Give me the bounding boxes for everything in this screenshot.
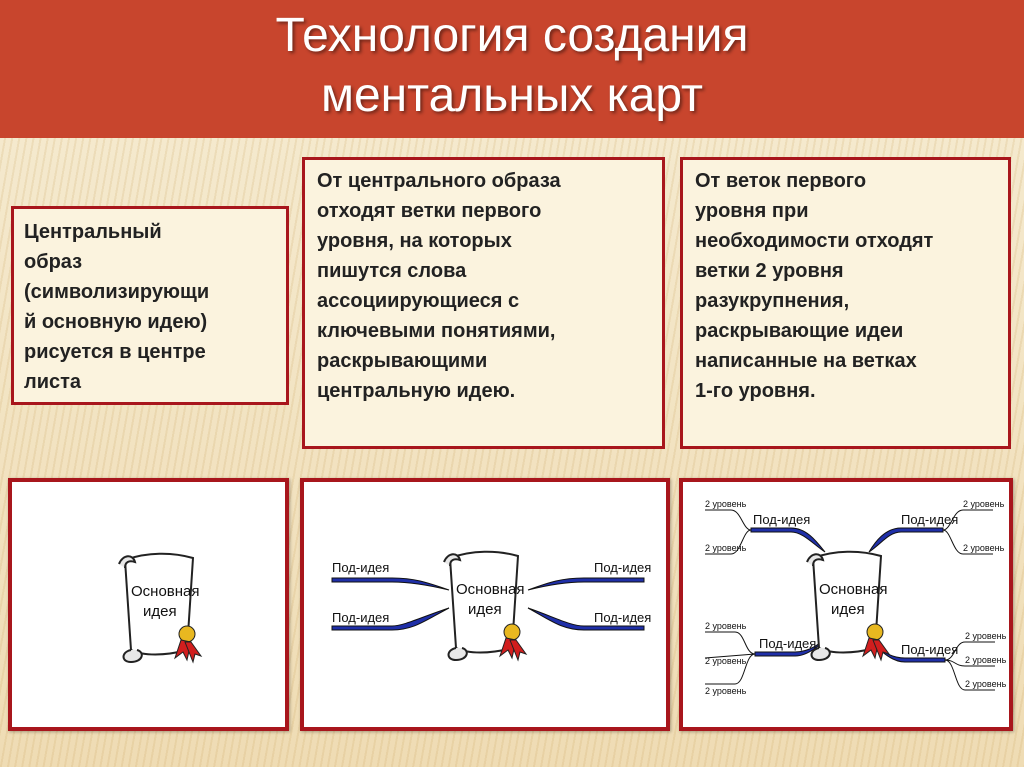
level2-label: 2 уровень xyxy=(705,543,747,553)
central-idea-label-1: Основная xyxy=(131,583,200,600)
title-banner: Технология создания ментальных карт xyxy=(0,0,1024,138)
level2-label: 2 уровень xyxy=(705,621,747,631)
level2-label: 2 уровень xyxy=(705,656,747,666)
scroll-icon: Основная идея xyxy=(806,550,891,662)
text-box-central-image-text: Центральный образ (символизирующи й осно… xyxy=(24,221,210,393)
sub-idea-right-top: Под-идея xyxy=(901,512,958,527)
sub-idea-left-bottom: Под-идея xyxy=(759,636,816,651)
scroll-icon: Основная идея xyxy=(443,550,528,662)
branches xyxy=(331,577,645,631)
level2-label: 2 уровень xyxy=(965,631,1007,641)
scroll-icon: Основная идея xyxy=(118,552,203,664)
sub-idea-right-top: Под-идея xyxy=(594,560,651,575)
text-box-first-level: От центрального образа отходят ветки пер… xyxy=(302,157,665,449)
sub-idea-left-top: Под-идея xyxy=(753,512,810,527)
level2-label: 2 уровень xyxy=(965,679,1007,689)
first-level-diagram: Под-идея Под-идея Под-идея Под-идея Осно… xyxy=(331,550,651,662)
level2-branches xyxy=(704,509,995,691)
sub-idea-right-bottom: Под-идея xyxy=(594,610,651,625)
second-level-diagram: Под-идея Под-идея Под-идея Под-идея 2 ур… xyxy=(704,499,1007,696)
sub-idea-left-bottom: Под-идея xyxy=(332,610,389,625)
level2-label: 2 уровень xyxy=(963,499,1005,509)
level2-label: 2 уровень xyxy=(705,499,747,509)
level2-label: 2 уровень xyxy=(705,686,747,696)
text-box-first-level-text: От центрального образа отходят ветки пер… xyxy=(317,170,561,402)
sub-idea-left-top: Под-идея xyxy=(332,560,389,575)
central-image-diagram: Основная идея xyxy=(118,552,203,664)
diagram-panel-second-level: Под-идея Под-идея Под-идея Под-идея 2 ур… xyxy=(679,478,1013,731)
central-idea-label-1: Основная xyxy=(456,581,525,598)
title-line-1: Технология создания xyxy=(275,9,749,62)
level2-label: 2 уровень xyxy=(965,655,1007,665)
central-idea-label-2: идея xyxy=(143,603,177,620)
title-line-2: ментальных карт xyxy=(320,69,704,122)
diagram-panel-central: Основная идея xyxy=(8,478,289,731)
central-idea-label-2: идея xyxy=(468,601,502,618)
level2-label: 2 уровень xyxy=(963,543,1005,553)
central-idea-label-1: Основная xyxy=(819,581,888,598)
text-box-second-level: От веток первого уровня при необходимост… xyxy=(680,157,1011,449)
text-box-central-image: Центральный образ (символизирующи й осно… xyxy=(11,206,289,405)
diagram-panel-first-level: Под-идея Под-идея Под-идея Под-идея Осно… xyxy=(300,478,670,731)
sub-idea-right-bottom: Под-идея xyxy=(901,642,958,657)
central-idea-label-2: идея xyxy=(831,601,865,618)
text-box-second-level-text: От веток первого уровня при необходимост… xyxy=(695,170,934,402)
